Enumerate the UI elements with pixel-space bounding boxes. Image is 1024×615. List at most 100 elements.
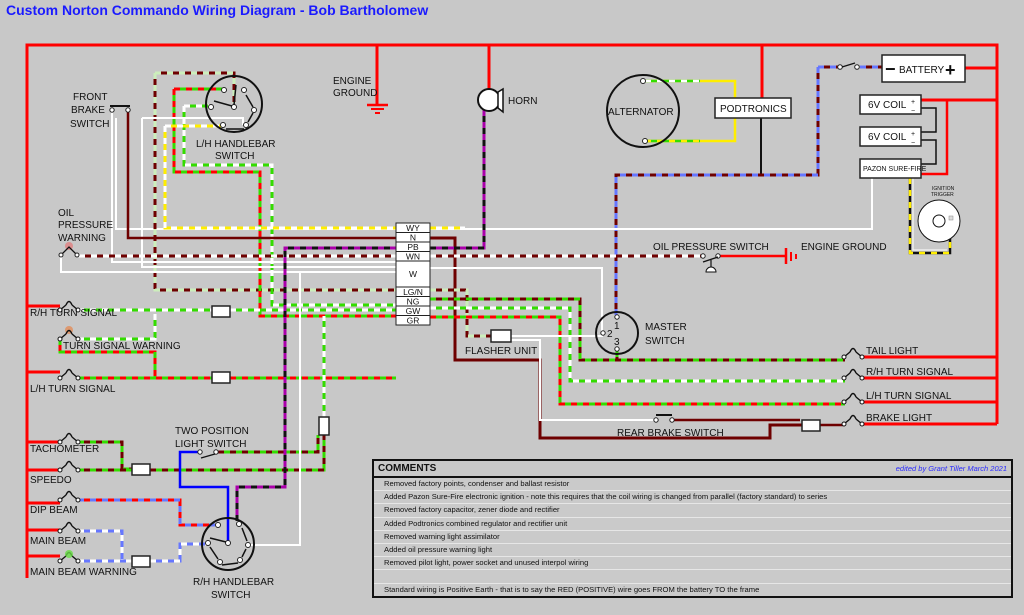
- ng-out-tracer: [430, 297, 845, 362]
- svg-text:−: −: [911, 108, 915, 115]
- lh-switch-label-2: SWITCH: [215, 151, 254, 162]
- rh-turn-signal-rear-label: R/H TURN SIGNAL: [866, 367, 953, 378]
- rh-turn-signal-rear[interactable]: [841, 368, 865, 381]
- bulb-icon: [60, 246, 78, 256]
- oil-warning-label-1: OIL: [58, 208, 75, 219]
- lgn-out-tracer: [430, 288, 491, 338]
- connector-label: W: [409, 269, 417, 279]
- light-sw-out-tracer: [218, 435, 320, 454]
- oil-pressure-warning-light[interactable]: OIL PRESSURE WARNING: [58, 208, 113, 258]
- brake-light[interactable]: [841, 414, 865, 427]
- comment-row: Removed factory capacitor, zener diode a…: [374, 504, 1011, 518]
- pazon-sure-fire[interactable]: PAZON SURE-FIRE: [859, 158, 927, 179]
- oil-warning-label-2: PRESSURE: [58, 220, 113, 231]
- front-brake-brown: [126, 112, 396, 240]
- coil-1[interactable]: 6V COIL + −: [859, 94, 922, 115]
- tachometer-label: TACHOMETER: [30, 444, 99, 455]
- comment-row: Removed warning light assimilator: [374, 530, 1011, 544]
- comments-panel: COMMENTS edited by Grant Tiller March 20…: [372, 459, 1013, 598]
- dip-beam[interactable]: [57, 490, 81, 503]
- pb-out: [430, 100, 486, 250]
- bulb-icon: [843, 368, 863, 379]
- lh-turn-signal-front[interactable]: [57, 368, 81, 381]
- main-beam[interactable]: [57, 521, 81, 534]
- main-beam-label: MAIN BEAM: [30, 536, 86, 547]
- rh-turn-signal-front[interactable]: [57, 300, 81, 313]
- lh-switch-label-1: L/H HANDLEBAR: [196, 139, 275, 150]
- tail-light[interactable]: [841, 347, 865, 360]
- main-brown-blue-tracer: [614, 67, 820, 315]
- bulb-icon: [843, 347, 863, 358]
- master-terminal-2: 2: [607, 329, 613, 340]
- lh-white: [142, 117, 244, 125]
- lh-turn-resistor: [211, 371, 231, 384]
- flasher-white: [511, 339, 655, 421]
- coil-1-label: 6V COIL: [868, 100, 907, 111]
- battery-plus-icon: +: [945, 60, 956, 80]
- bulb-icon: [59, 368, 79, 379]
- rh-pb: [235, 246, 396, 521]
- rh-white: [250, 272, 301, 546]
- lh-turn-signal-rear[interactable]: [841, 392, 865, 405]
- lh-turn-signal-front-label: L/H TURN SIGNAL: [30, 384, 116, 395]
- engine-ground-label-2: GROUND: [333, 88, 377, 99]
- connector-cell: [395, 315, 431, 326]
- w-out: [430, 267, 603, 333]
- comment-row: Removed factory points, condenser and ba…: [374, 478, 1011, 492]
- rh-handlebar-switch[interactable]: R/H HANDLEBAR SWITCH: [193, 517, 274, 601]
- comment-row: Removed pilot light, power socket and un…: [374, 557, 1011, 571]
- master-switch-label-2: SWITCH: [645, 336, 684, 347]
- light-switch-label-1: TWO POSITION: [175, 426, 249, 437]
- rh-turn-signal-front-label: R/H TURN SIGNAL: [30, 308, 117, 319]
- horn-label: HORN: [508, 96, 537, 107]
- rh-turn-resistor: [211, 305, 231, 318]
- positive-pazon: [921, 98, 949, 176]
- engine-ground-top: ENGINE GROUND: [333, 45, 388, 114]
- flasher-unit[interactable]: FLASHER UNIT: [465, 329, 537, 357]
- gw-out: [430, 306, 845, 383]
- dip-beam-label: DIP BEAM: [30, 505, 78, 516]
- svg-text:+: +: [911, 131, 915, 138]
- connector-label: WY: [406, 223, 420, 233]
- alternator[interactable]: ALTERNATOR: [606, 74, 680, 148]
- ignition-trigger-label-2: TRIGGER: [931, 192, 954, 198]
- connector-label: N: [410, 232, 416, 242]
- pazon-label: PAZON SURE-FIRE: [863, 166, 927, 173]
- horn[interactable]: HORN: [477, 87, 537, 114]
- lh-red-green-v-tracer: [172, 89, 396, 318]
- podtronics-unit[interactable]: PODTRONICS: [714, 97, 792, 119]
- lh-brown-white-v-tracer: [153, 73, 396, 292]
- lh-brown-white-tracer: [155, 71, 236, 103]
- lh-white-v: [141, 118, 396, 268]
- oil-pressure-switch[interactable]: OIL PRESSURE SWITCH: [653, 242, 769, 273]
- battery[interactable]: − BATTERY +: [881, 54, 966, 83]
- speedo-resistor: [131, 463, 151, 476]
- battery-switch[interactable]: [837, 62, 860, 70]
- connector-label: LG/N: [403, 287, 423, 297]
- turn-signal-warning[interactable]: [57, 329, 81, 342]
- master-switch[interactable]: 1 2 3 MASTER SWITCH: [595, 311, 687, 355]
- pb-out-tracer: [430, 100, 486, 250]
- gr-out-tracer: [430, 315, 845, 406]
- connector-label: GR: [407, 315, 420, 325]
- main-beam-resistor: [131, 555, 151, 568]
- comments-header: COMMENTS edited by Grant Tiller March 20…: [374, 461, 1011, 478]
- front-brake-label-2: BRAKE: [71, 105, 105, 116]
- lh-handlebar-switch[interactable]: L/H HANDLEBAR SWITCH: [196, 75, 275, 162]
- bulb-icon: [59, 490, 79, 501]
- rear-brake-switch[interactable]: REAR BRAKE SWITCH: [617, 414, 724, 439]
- dip-beam: [78, 498, 215, 527]
- coil-2[interactable]: 6V COIL + −: [859, 126, 922, 147]
- front-brake-switch[interactable]: FRONT BRAKE SWITCH: [70, 92, 131, 130]
- main-beam-warning-label: MAIN BEAM WARNING: [30, 567, 137, 578]
- lh-green-white-v-tracer: [182, 106, 396, 307]
- lgn-out: [430, 288, 491, 338]
- turn-signal-warning-label: TURN SIGNAL WARNING: [63, 341, 181, 352]
- speedo[interactable]: [57, 460, 81, 473]
- two-position-light-switch[interactable]: TWO POSITION LIGHT SWITCH: [175, 426, 249, 459]
- light-blue: [178, 450, 230, 541]
- flasher-unit-label: FLASHER UNIT: [465, 346, 537, 357]
- tachometer[interactable]: [57, 432, 81, 445]
- connector-cell: [395, 260, 431, 288]
